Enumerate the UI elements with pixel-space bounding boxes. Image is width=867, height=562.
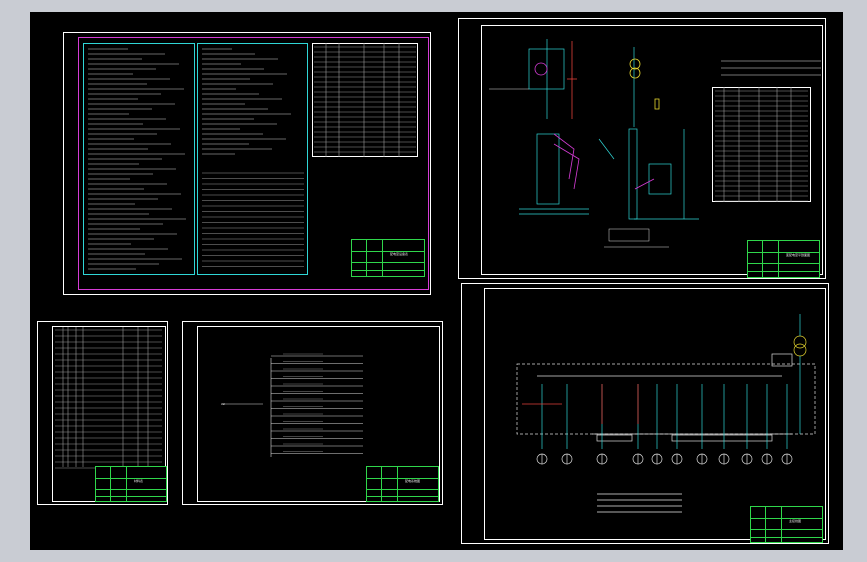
- title-block-text: 主接线图: [789, 519, 802, 523]
- sheet-elevation[interactable]: 变配电室平剖面图: [458, 18, 826, 279]
- sheet-branch-circuit[interactable]: AW 配电系统图: [182, 321, 443, 505]
- parts-table: [197, 43, 308, 275]
- sheet-equipment-list[interactable]: 配电室设备表: [63, 32, 431, 295]
- single-line-drawing: [516, 314, 816, 513]
- title-block-text: 配电室设备表: [390, 252, 409, 256]
- small-table-lines: [55, 327, 162, 469]
- title-block-text: 变配电室平剖面图: [786, 253, 811, 257]
- title-block: 主接线图: [750, 506, 823, 543]
- title-block: 配电系统图: [366, 466, 439, 502]
- title-block: 材料表: [95, 466, 167, 502]
- sheet-frame: [78, 37, 429, 290]
- title-block: 配电室设备表: [351, 239, 425, 277]
- sheet-frame: [197, 326, 440, 502]
- device-table: [712, 87, 811, 202]
- sheet-frame: [481, 25, 823, 275]
- equipment-list-lines: [88, 43, 416, 270]
- incoming-label: AW: [221, 402, 225, 406]
- title-block-text: 材料表: [134, 479, 144, 483]
- branch-circuit-drawing: [223, 353, 363, 457]
- elevation-drawing: [489, 39, 699, 248]
- sheet-single-line[interactable]: 主接线图: [461, 283, 829, 544]
- sheet-small-table[interactable]: 材料表: [37, 321, 168, 505]
- device-table-lines: [715, 60, 821, 202]
- sheet-frame: [484, 288, 826, 540]
- notes-column: [83, 43, 195, 275]
- title-block: 变配电室平剖面图: [747, 240, 820, 278]
- equipment-table: [312, 43, 418, 157]
- title-block-text: 配电系统图: [405, 479, 421, 483]
- cad-model-viewport[interactable]: 配电室设备表: [30, 12, 843, 550]
